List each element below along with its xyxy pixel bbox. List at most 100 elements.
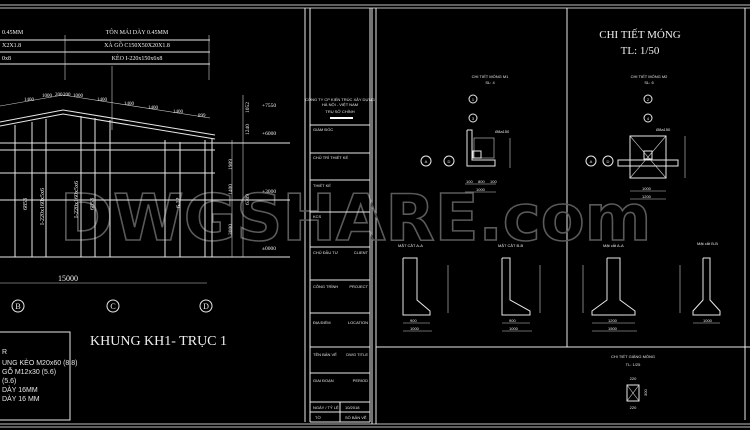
row-label-en: CLIENT bbox=[354, 250, 369, 255]
footer-value: 10/2018 bbox=[345, 405, 360, 410]
footer-label: NGÀY / TỶ LỆ bbox=[313, 405, 339, 410]
row-label-en: LOCATION bbox=[348, 320, 368, 325]
axis-4: 4 bbox=[647, 116, 650, 121]
row-label: GIÁM ĐỐC bbox=[313, 127, 333, 132]
axis-1: 1 bbox=[472, 97, 475, 102]
row-label: CHỦ ĐẦU TƯ bbox=[313, 250, 339, 255]
roof-label: 0.45MM bbox=[2, 30, 24, 36]
dim: 6309 bbox=[245, 194, 251, 205]
footing-m2-plan: CHI TIẾT MÓNG M2 SL: 6 2 4 A D Ø8a150 10… bbox=[585, 74, 686, 200]
dim: 1200 bbox=[642, 194, 652, 199]
sheet-title: CHI TIẾT MÓNG bbox=[599, 28, 681, 41]
legend-item: DÀY 16 MM bbox=[2, 394, 40, 403]
legend-item: UNG KÈO M20x60 (8.8) bbox=[2, 358, 77, 367]
axis-b: B bbox=[15, 302, 20, 311]
dim: 1909 bbox=[228, 159, 234, 170]
span-dimension: 15000 bbox=[58, 274, 78, 283]
dim: 1400 bbox=[124, 102, 135, 107]
frame-members bbox=[0, 116, 290, 258]
row-label: TÊN BẢN VẼ bbox=[313, 352, 337, 357]
sheet-border bbox=[0, 4, 750, 428]
footing-qty: SL: 6 bbox=[644, 80, 654, 85]
dim: 1240 bbox=[245, 124, 251, 135]
column-label: I-220x160x5x6 bbox=[74, 181, 80, 218]
roof-dimensions: 1400 1000 200 200 1000 1400 1400 1400 14… bbox=[24, 93, 206, 119]
axis-a: A bbox=[425, 159, 428, 164]
row-label: KCS bbox=[313, 214, 322, 219]
row-label: THIẾT KẾ bbox=[313, 183, 331, 188]
tie-beam-scale: TL: 1/25 bbox=[626, 362, 641, 367]
dim: 1000 bbox=[42, 94, 53, 99]
dim: 1200 bbox=[608, 318, 618, 323]
dim: 1000 bbox=[703, 318, 713, 323]
dim: 3000 bbox=[228, 224, 234, 235]
logo-bar bbox=[330, 117, 353, 119]
row-label: CHỦ TRÌ THIẾT KẾ bbox=[313, 155, 348, 160]
dim: 1000 bbox=[73, 94, 84, 99]
rebar-label: Ø8a150 bbox=[656, 127, 671, 132]
axis-d: D bbox=[607, 159, 610, 164]
tie-beam-detail: CHI TIẾT GIẰNG MÓNG TL: 1/25 220 220 300 bbox=[611, 354, 655, 410]
section-title: Mặt cắt A-A bbox=[603, 243, 624, 248]
company-address: HÀ NỘI - VIỆT NAM bbox=[322, 102, 358, 107]
company-office: TRỤ SỞ CHÍNH bbox=[325, 109, 354, 114]
level-mark: +7550 bbox=[262, 103, 276, 109]
watermark: DWGSHARE.com bbox=[60, 182, 651, 256]
dim: 900 bbox=[410, 318, 417, 323]
company-name: CÔNG TY CP KIẾN TRÚC XÂY DỰNG bbox=[305, 97, 375, 102]
sections: MẶT CẮT A-A MẶT CẮT B-B Mặt cắt A-A Mặt … bbox=[398, 241, 721, 332]
sheet-scale: TL: 1/50 bbox=[621, 45, 660, 57]
dim: 1400 bbox=[24, 98, 35, 103]
dim: 900 bbox=[509, 318, 516, 323]
axis-d: D bbox=[203, 302, 209, 311]
dim: 220 bbox=[630, 376, 637, 381]
section-title: Mặt cắt B-B bbox=[697, 241, 718, 246]
foundation-sheet: CHI TIẾT MÓNG TL: 1/50 CHI TIẾT MÓNG M1 … bbox=[398, 28, 721, 410]
dim: 100 bbox=[490, 179, 497, 184]
axis-c: C bbox=[110, 302, 115, 311]
footing-qty: SL: 4 bbox=[485, 80, 495, 85]
dim: 100 bbox=[466, 179, 473, 184]
footing-title: CHI TIẾT MÓNG M1 bbox=[472, 74, 510, 79]
roof-label: TÔN MÁI DÀY 0.45MM bbox=[106, 28, 169, 36]
legend-item: R bbox=[2, 349, 7, 356]
roof-label: XÀ GỒ C150X50X20X1.8 bbox=[104, 41, 170, 49]
legend-item: DÀY 16MM bbox=[2, 385, 38, 394]
roof-layer-table: 0.45MM X2X1.8 0x8 TÔN MÁI DÀY 0.45MM XÀ … bbox=[0, 28, 210, 130]
footer-label: TỜ bbox=[315, 415, 321, 420]
roof-label: X2X1.8 bbox=[2, 43, 21, 49]
dim: 1400 bbox=[97, 98, 108, 103]
row-label-en: PERIOD bbox=[353, 378, 368, 383]
dim: 220 bbox=[630, 405, 637, 410]
section-title: MẶT CẮT B-B bbox=[498, 243, 524, 248]
legend-box: R UNG KÈO M20x60 (8.8) GỖ M12x30 (5.6) (… bbox=[0, 331, 77, 421]
dim: 200 bbox=[63, 93, 71, 98]
dim: 1000 bbox=[642, 186, 652, 191]
column-label: I-220x160x5x6 bbox=[40, 188, 46, 225]
column-label: 6.12 bbox=[176, 198, 182, 209]
row-label-en: DWG TITLE bbox=[346, 352, 368, 357]
footer-label: SỐ BẢN VẼ bbox=[345, 415, 367, 420]
dim: 1400 bbox=[148, 106, 159, 111]
row-label: GIAI ĐOẠN bbox=[313, 378, 334, 383]
roof-label: KÈO I-220x150x6x8 bbox=[112, 54, 163, 62]
axis-3: 3 bbox=[472, 116, 475, 121]
row-label: ĐỊA ĐIỂM bbox=[313, 320, 331, 325]
level-mark: ±0000 bbox=[262, 246, 276, 252]
drawing-title: KHUNG KH1- TRỤC 1 bbox=[90, 334, 227, 349]
dim: 1400 bbox=[228, 184, 234, 195]
row-label: CÔNG TRÌNH bbox=[313, 284, 338, 289]
dim: 1000 bbox=[476, 187, 486, 192]
dim: 1000 bbox=[509, 326, 519, 331]
row-label-en: PROJECT bbox=[349, 284, 368, 289]
dim: 1500 bbox=[608, 326, 618, 331]
dim: 200 bbox=[55, 93, 63, 98]
title-block: CÔNG TY CP KIẾN TRÚC XÂY DỰNG HÀ NỘI - V… bbox=[305, 8, 375, 423]
tie-beam-title: CHI TIẾT GIẰNG MÓNG bbox=[611, 354, 655, 359]
rebar-label: Ø8a150 bbox=[495, 129, 510, 134]
column-label: 6853 bbox=[23, 198, 29, 210]
dim: 800 bbox=[478, 179, 485, 184]
axis-bubbles: B C D bbox=[11, 299, 213, 313]
dim: 1000 bbox=[410, 326, 420, 331]
